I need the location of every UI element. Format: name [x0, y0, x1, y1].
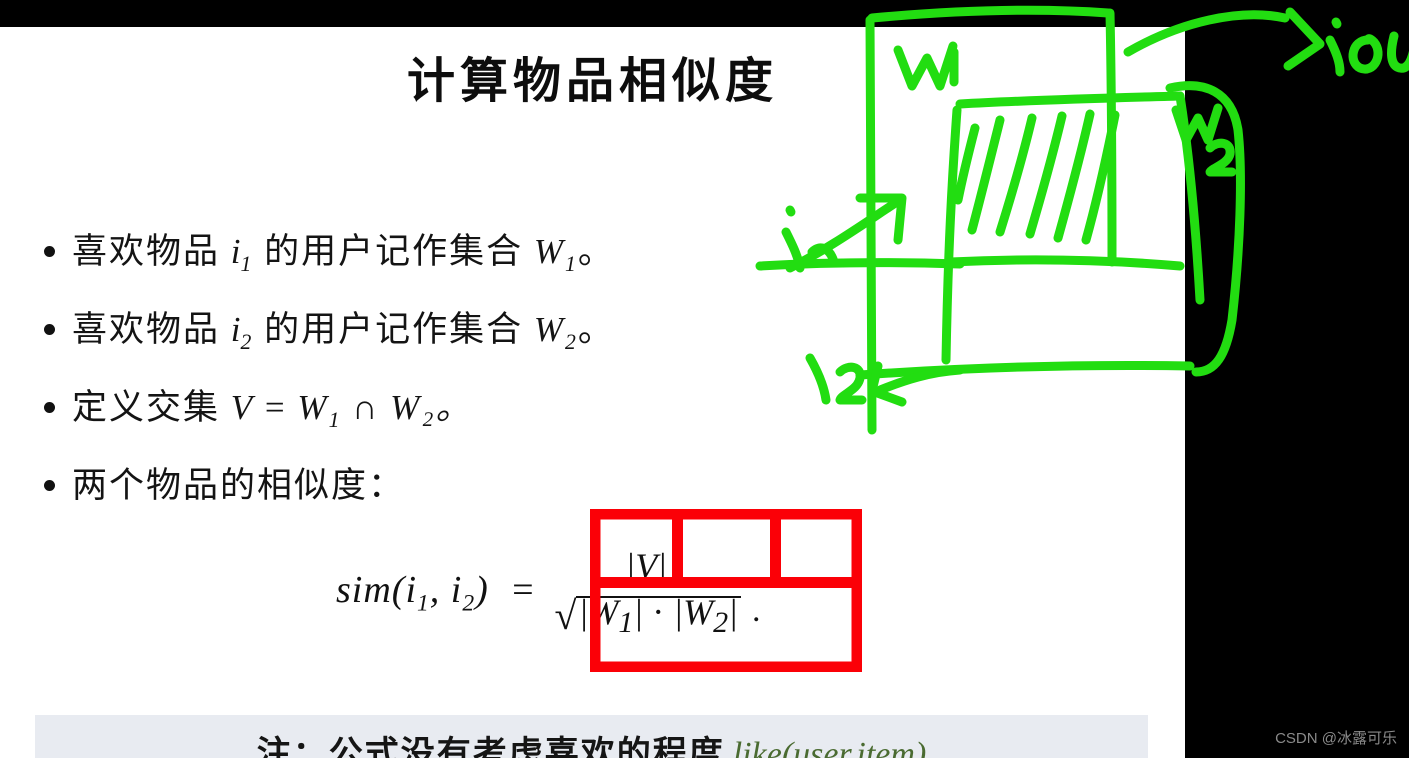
bullet-2-set-sub: 2: [565, 330, 578, 354]
bullet-item-3: 定义交集 V = W1 ∩ W₂。: [44, 379, 473, 433]
formula-left-hand-side: sim(i1, i2) =: [336, 568, 536, 618]
note-code-text: like(user,item): [732, 735, 927, 758]
formula-equals-sign: =: [509, 569, 537, 612]
bullet-dot-icon: [44, 480, 55, 491]
denominator-right: |W: [673, 591, 714, 632]
page-title: 计算物品相似度: [406, 55, 778, 108]
ink-label-iou: [1325, 17, 1409, 77]
formula-numerator: |V|: [625, 546, 668, 586]
denominator-left: |W: [578, 591, 619, 632]
bullet-1-symbol-sub: 1: [240, 252, 254, 276]
bullet-2-symbol-sub: 2: [240, 330, 254, 354]
formula-lhs-mid: , i: [429, 569, 463, 612]
bullet-3-symbol: V: [230, 388, 255, 427]
bullet-2-symbol: i: [230, 310, 241, 349]
bullet-1-suffix: 。: [577, 232, 615, 271]
bullet-1-set: W: [533, 232, 566, 271]
bullet-3-prefix: 定义交集: [72, 388, 231, 427]
note-text: 注：公式没有考虑喜欢的程度 like(user,item): [257, 726, 927, 758]
bullet-1-symbol: i: [230, 232, 241, 271]
bullet-dot-icon: [44, 402, 55, 413]
bullet-2-set: W: [533, 310, 566, 349]
formula-denominator: √|W1|·|W2|: [546, 590, 746, 641]
bullet-label-3: 定义交集 V = W1 ∩ W₂。: [72, 379, 473, 433]
bullet-label-4: 两个物品的相似度：: [72, 466, 406, 505]
bullet-1-set-sub: 1: [565, 252, 578, 276]
denominator-left-sub: 1: [618, 605, 634, 639]
sqrt-group: √|W1|·|W2|: [554, 591, 742, 639]
note-bar: 注：公式没有考虑喜欢的程度 like(user,item): [35, 715, 1148, 758]
sqrt-overbar: [576, 595, 742, 598]
watermark: CSDN @冰露可乐: [1275, 730, 1397, 747]
bullet-2-middle: 的用户记作集合: [253, 310, 534, 349]
bullet-label-1: 喜欢物品 i1 的用户记作集合 W1。: [72, 223, 615, 277]
bullet-3-middle: =: [254, 388, 298, 427]
bullet-item-2: 喜欢物品 i2 的用户记作集合 W2。: [44, 301, 615, 355]
bullet-label-2: 喜欢物品 i2 的用户记作集合 W2。: [72, 301, 615, 355]
note-text-main: 注：公式没有考虑喜欢的程度: [256, 735, 725, 758]
bullet-2-suffix: 。: [577, 310, 615, 349]
bullet-3-set-sub: 1: [328, 408, 342, 432]
bullet-item-4: 两个物品的相似度：: [44, 457, 405, 508]
bullet-dot-icon: [44, 246, 55, 257]
bullet-3-set: W: [297, 388, 329, 427]
formula-lhs-end: ): [475, 569, 489, 612]
denominator-multiply-dot: ·: [652, 591, 665, 632]
bullet-item-1: 喜欢物品 i1 的用户记作集合 W1。: [44, 223, 615, 277]
bullet-2-prefix: 喜欢物品: [72, 310, 231, 349]
formula-trailing-period: .: [752, 592, 761, 630]
bullet-dot-icon: [44, 324, 55, 335]
denominator-left-close: |: [633, 591, 644, 632]
bullet-1-middle: 的用户记作集合: [253, 232, 534, 271]
slide-canvas: 计算物品相似度 喜欢物品 i1 的用户记作集合 W1。 喜欢物品 i2 的用户记…: [0, 27, 1185, 758]
similarity-formula: sim(i1, i2) = |V| √|W1|·|W2| .: [336, 546, 761, 640]
bullet-3-suffix: ∩ W₂。: [341, 388, 473, 427]
bullet-1-prefix: 喜欢物品: [72, 232, 231, 271]
denominator-right-sub: 2: [713, 605, 729, 639]
sqrt-icon: √: [554, 592, 577, 638]
formula-lhs-sub2: 2: [462, 591, 476, 618]
formula-lhs-text: sim(i: [336, 569, 417, 612]
formula-lhs-sub1: 1: [417, 591, 430, 618]
formula-fraction: |V| √|W1|·|W2|: [546, 546, 746, 640]
denominator-right-close: |: [728, 591, 739, 632]
